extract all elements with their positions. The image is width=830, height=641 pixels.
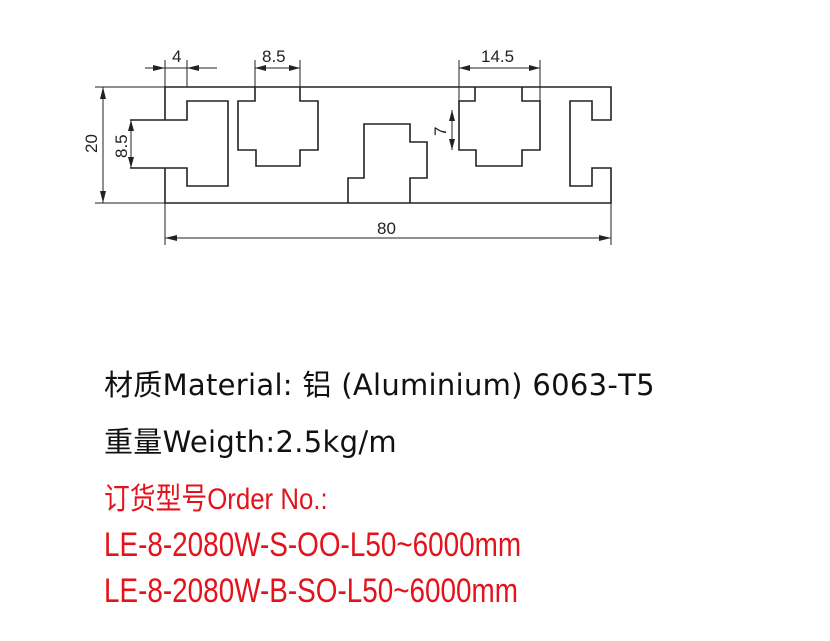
dim-label-height: 20 [82, 134, 101, 153]
slot-2 [237, 87, 319, 167]
order-code-2: LE-8-2080W-B-SO-L50~6000mm [104, 572, 519, 610]
profile-outline [164, 86, 612, 204]
weight-spec: 重量Weigth:2.5kg/m [104, 425, 397, 459]
left-slot-interior [130, 119, 165, 169]
dim-label-slot-opening-width: 8.5 [262, 47, 286, 66]
dim-label-slot-depth: 7 [431, 127, 450, 136]
material-spec: 材质Material: 铝 (Aluminium) 6063-T5 [104, 368, 655, 402]
order-code-1: LE-8-2080W-S-OO-L50~6000mm [104, 526, 522, 564]
dim-label-side-slot-opening: 8.5 [112, 134, 131, 158]
slot-3 [347, 123, 428, 203]
dim-label-slot-inner-width: 14.5 [481, 47, 514, 66]
dim-label-top-slot-width: 4 [172, 47, 181, 66]
profile-cross-section-drawing: 4 8.5 14.5 20 8.5 7 80 [82, 47, 612, 245]
slot-4 [458, 87, 541, 167]
dim-label-length: 80 [377, 219, 396, 238]
order-number-title: 订货型号Order No.: [104, 483, 328, 516]
